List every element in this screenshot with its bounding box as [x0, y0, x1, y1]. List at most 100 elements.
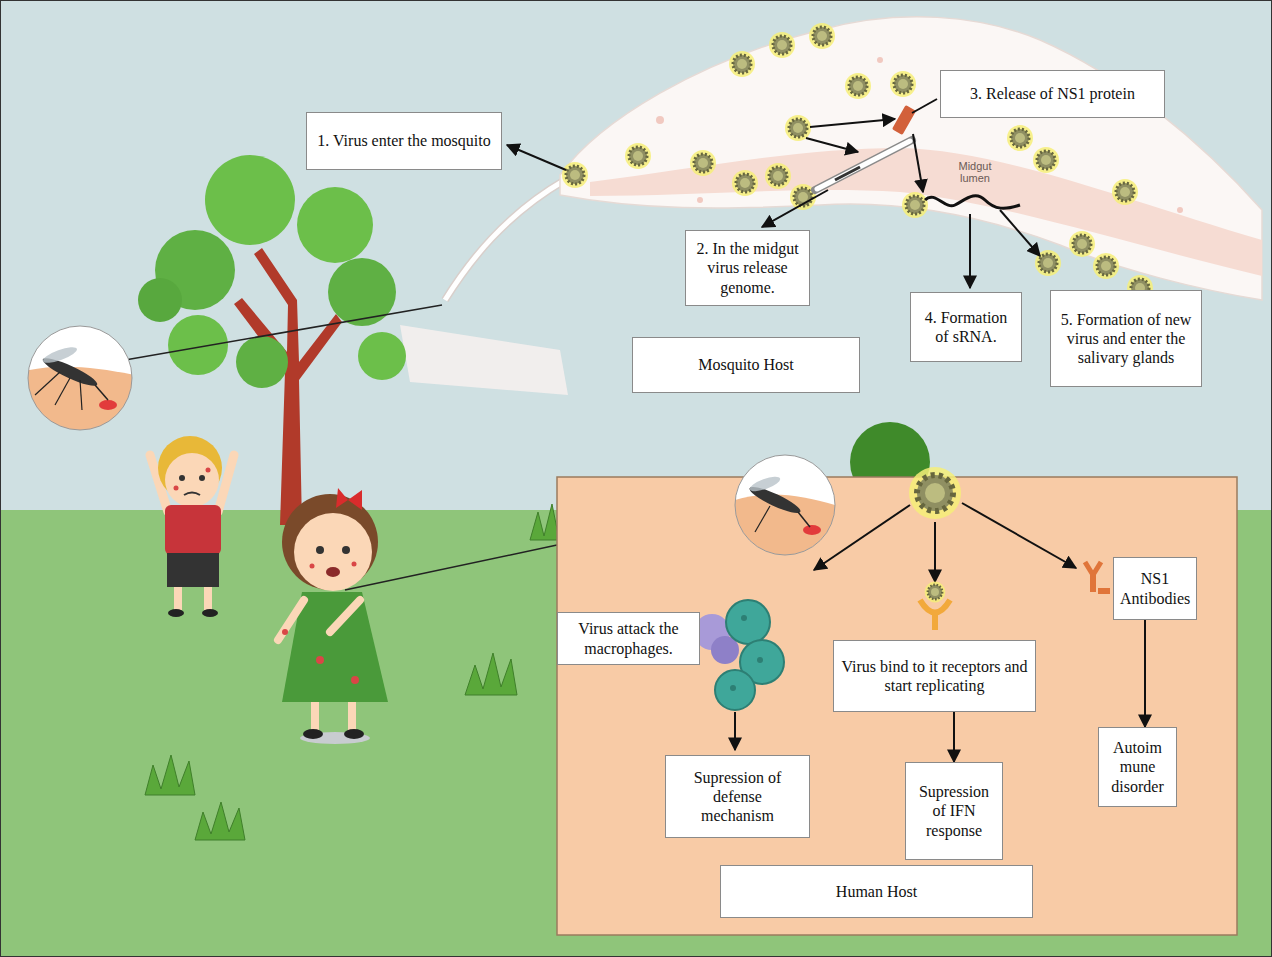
girl: [282, 494, 378, 590]
host-panel: Human Host Virus attack the macrophages. S…: [557, 477, 1237, 935]
box-label: Virus attack the macrophages.: [564, 619, 693, 657]
mosquito-bite-circle: [41, 344, 78, 366]
boy: [184, 493, 200, 496]
box-label: 3. Release of NS1 protein: [947, 84, 1158, 103]
process-arrow: [913, 134, 923, 192]
human-illustration: [1085, 562, 1101, 575]
process-box: Autoim mune disorder: [1098, 727, 1177, 807]
girl: [278, 488, 557, 744]
mosquito-bite-circle: [55, 378, 70, 405]
boy: [174, 587, 182, 610]
girl: [311, 702, 319, 732]
box-label: Virus bind to it receptors and start rep…: [840, 657, 1029, 695]
mosquito-bite-circle: [28, 326, 132, 430]
process-box: 5. Formation of new virus and enter the …: [1050, 290, 1202, 387]
girl: [282, 629, 288, 635]
connector-arrow: [953, 712, 955, 762]
process-box: 4. Formation of sRNA.: [910, 292, 1022, 362]
human-illustration: [798, 512, 810, 527]
boy: [167, 553, 219, 587]
human-illustration: [962, 503, 1076, 568]
midgut: [560, 17, 1262, 300]
box-label: Supression of defense mechanism: [684, 768, 791, 826]
girl: [344, 729, 364, 739]
process-box: NS1 Antibodies: [1113, 557, 1197, 620]
boy: [150, 436, 234, 617]
human-illustration: [734, 712, 736, 750]
midgut: [445, 180, 565, 300]
tree: [328, 258, 396, 326]
virus-particles: [732, 170, 758, 196]
girl: [316, 656, 324, 664]
process-box: Supression of IFN response: [905, 762, 1003, 860]
shrubs: [465, 653, 517, 695]
human-illustration: [925, 582, 946, 603]
tree: [297, 187, 373, 263]
midgut: [877, 57, 883, 63]
tree: [138, 155, 406, 525]
virus-particles: [729, 51, 755, 77]
virus-particles: [562, 23, 1153, 301]
boy: [179, 475, 185, 481]
virus-particles: [765, 163, 791, 189]
box-label: 4. Formation of sRNA.: [917, 308, 1015, 346]
panel-title: Human Host: [720, 865, 1033, 918]
mosquito-bite-circle: [95, 385, 108, 400]
boy: [199, 475, 205, 481]
mosquito-bite-circle: [125, 305, 442, 360]
human-illustration: [694, 455, 1110, 750]
box-label: 1. Virus enter the mosquito: [313, 131, 495, 150]
virus-particles: [769, 32, 795, 58]
boy: [202, 609, 218, 617]
human-illustration: [1098, 588, 1110, 594]
girl: [330, 600, 360, 632]
process-box: 2. In the midgut virus release genome.: [685, 230, 810, 306]
process-arrow: [507, 145, 566, 170]
boy: [174, 486, 179, 491]
virus-particles: [1007, 125, 1033, 151]
process-arrow: [806, 138, 858, 152]
human-illustration: [932, 612, 938, 630]
midgut: [656, 116, 664, 124]
region-label: Midgut lumen: [945, 160, 1005, 184]
box-label: 5. Formation of new virus and enter the …: [1059, 310, 1193, 368]
girl: [351, 676, 359, 684]
virus-particles: [890, 71, 916, 97]
human-illustration: [1090, 574, 1096, 592]
boy: [168, 609, 184, 617]
human-illustration: [934, 522, 936, 582]
box-label: Supression of IFN response: [912, 782, 996, 840]
process-box: 3. Release of NS1 protein: [940, 70, 1165, 118]
girl: [326, 567, 340, 577]
human-illustration: [757, 657, 763, 663]
process-arrow: [810, 119, 895, 127]
girl: [342, 546, 350, 554]
ns1-and-genome: [925, 196, 1020, 209]
human-illustration: [909, 467, 961, 519]
process-box: Virus attack the macrophages.: [557, 612, 700, 665]
human-illustration: [735, 455, 835, 555]
connector-arrow: [1144, 620, 1146, 727]
human-illustration: [803, 525, 821, 535]
girl: [336, 488, 362, 510]
human-illustration: [748, 474, 781, 494]
girl: [348, 702, 356, 732]
virus-particles: [1033, 147, 1059, 173]
shrubs: [195, 802, 245, 840]
midgut: [400, 325, 568, 395]
virus-particles: [902, 192, 928, 218]
tree: [234, 248, 342, 525]
tree: [138, 278, 182, 322]
ns1-and-genome: [817, 141, 910, 189]
girl: [352, 562, 357, 567]
tree: [358, 332, 406, 380]
boy: [165, 453, 219, 507]
process-box: Supression of defense mechanism: [665, 755, 810, 838]
mosquito-bite-circle: [20, 305, 442, 440]
mosquito-bite-circle: [20, 320, 140, 440]
virus-particles: [785, 115, 811, 141]
